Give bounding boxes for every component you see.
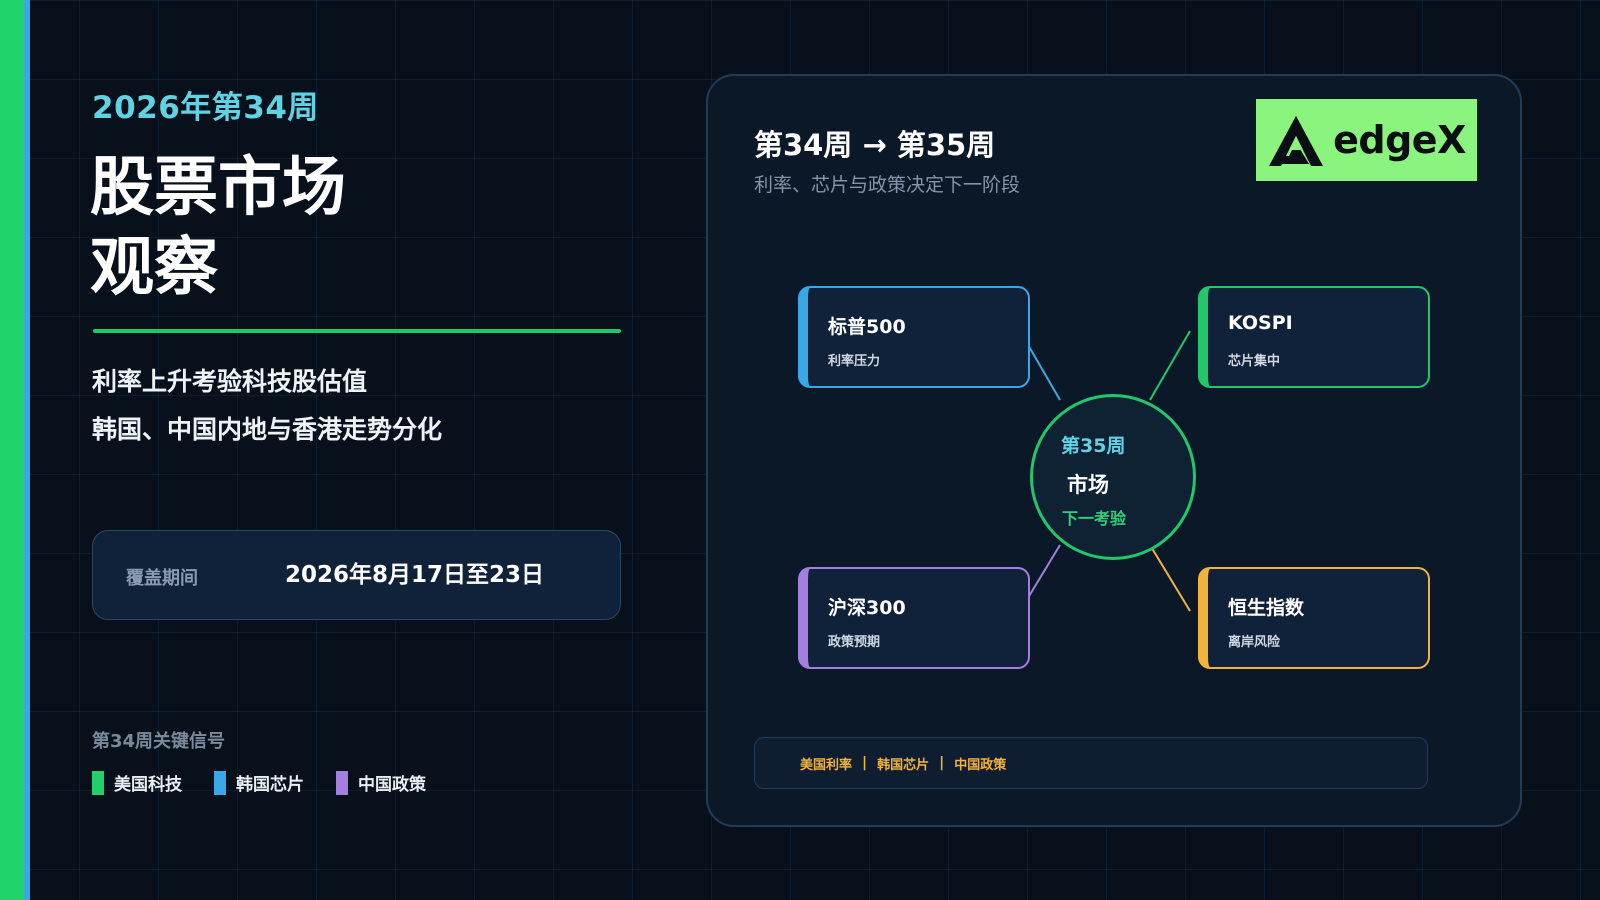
signal-legend-korea-chips: 韩国芯片 <box>214 770 304 795</box>
node-title: 恒生指数 <box>1228 597 1305 619</box>
coverage-period-box: 覆盖期间 2026年8月17日至23日 <box>92 530 621 620</box>
page-title: 股票市场 观察 <box>90 148 346 308</box>
footer-tag-korea-chips: 韩国芯片 <box>877 757 930 773</box>
hub-test: 下一考验 <box>1062 509 1127 528</box>
legend-swatch <box>336 770 348 795</box>
connector-hsi <box>1149 544 1191 612</box>
node-title: 沪深300 <box>828 597 906 619</box>
panel-title: 第34周 → 第35周 <box>754 128 996 162</box>
node-title: 标普500 <box>828 316 906 338</box>
coverage-value: 2026年8月17日至23日 <box>285 562 545 588</box>
logo-text: edgeX <box>1333 118 1466 162</box>
legend-label: 美国科技 <box>114 775 182 795</box>
node-sp500: 标普500 利率压力 <box>798 286 1030 388</box>
footer-tag-us-rates: 美国利率 <box>800 757 853 773</box>
footer-separator: | <box>862 755 868 771</box>
node-hsi: 恒生指数 离岸风险 <box>1198 567 1430 669</box>
footer-tag-china-policy: 中国政策 <box>954 757 1007 773</box>
node-csi300: 沪深300 政策预期 <box>798 567 1030 669</box>
edgex-logo: edgeX <box>1256 99 1477 181</box>
node-subtitle: 芯片集中 <box>1228 354 1281 369</box>
signal-legend-china-policy: 中国政策 <box>336 770 426 795</box>
summary-line-1: 利率上升考验科技股估值 <box>92 367 368 396</box>
panel-subtitle: 利率、芯片与政策决定下一阶段 <box>754 174 1021 196</box>
edgex-triangle-icon <box>1269 116 1324 166</box>
week-label: 2026年第34周 <box>92 90 319 126</box>
legend-swatch <box>214 770 226 795</box>
footer-separator: | <box>939 755 945 771</box>
page-title-line1: 股票市场 <box>90 151 346 225</box>
legend-label: 中国政策 <box>358 775 426 795</box>
hub-week: 第35周 <box>1061 435 1126 457</box>
page-title-line2: 观察 <box>90 231 218 305</box>
summary-line-2: 韩国、中国内地与香港走势分化 <box>92 415 443 444</box>
node-subtitle: 政策预期 <box>828 635 881 650</box>
node-kospi: KOSPI 芯片集中 <box>1198 286 1430 388</box>
title-divider <box>93 329 621 333</box>
market-hub: 第35周 市场 下一考验 <box>1030 394 1196 560</box>
connector-kospi <box>1149 330 1191 401</box>
signal-legend-us-tech: 美国科技 <box>92 770 182 795</box>
coverage-label: 覆盖期间 <box>126 568 198 589</box>
footer-tags-bar: 美国利率 | 韩国芯片 | 中国政策 <box>754 737 1428 789</box>
legend-swatch <box>92 770 104 795</box>
signals-title: 第34周关键信号 <box>92 731 226 752</box>
node-subtitle: 利率压力 <box>828 354 881 369</box>
side-accent-stripe <box>0 0 30 900</box>
node-title: KOSPI <box>1228 312 1293 334</box>
outlook-panel: 第34周 → 第35周 利率、芯片与政策决定下一阶段 edgeX 标普500 利… <box>706 74 1522 827</box>
hub-main: 市场 <box>1067 473 1109 497</box>
node-subtitle: 离岸风险 <box>1228 635 1281 650</box>
legend-label: 韩国芯片 <box>236 775 304 795</box>
